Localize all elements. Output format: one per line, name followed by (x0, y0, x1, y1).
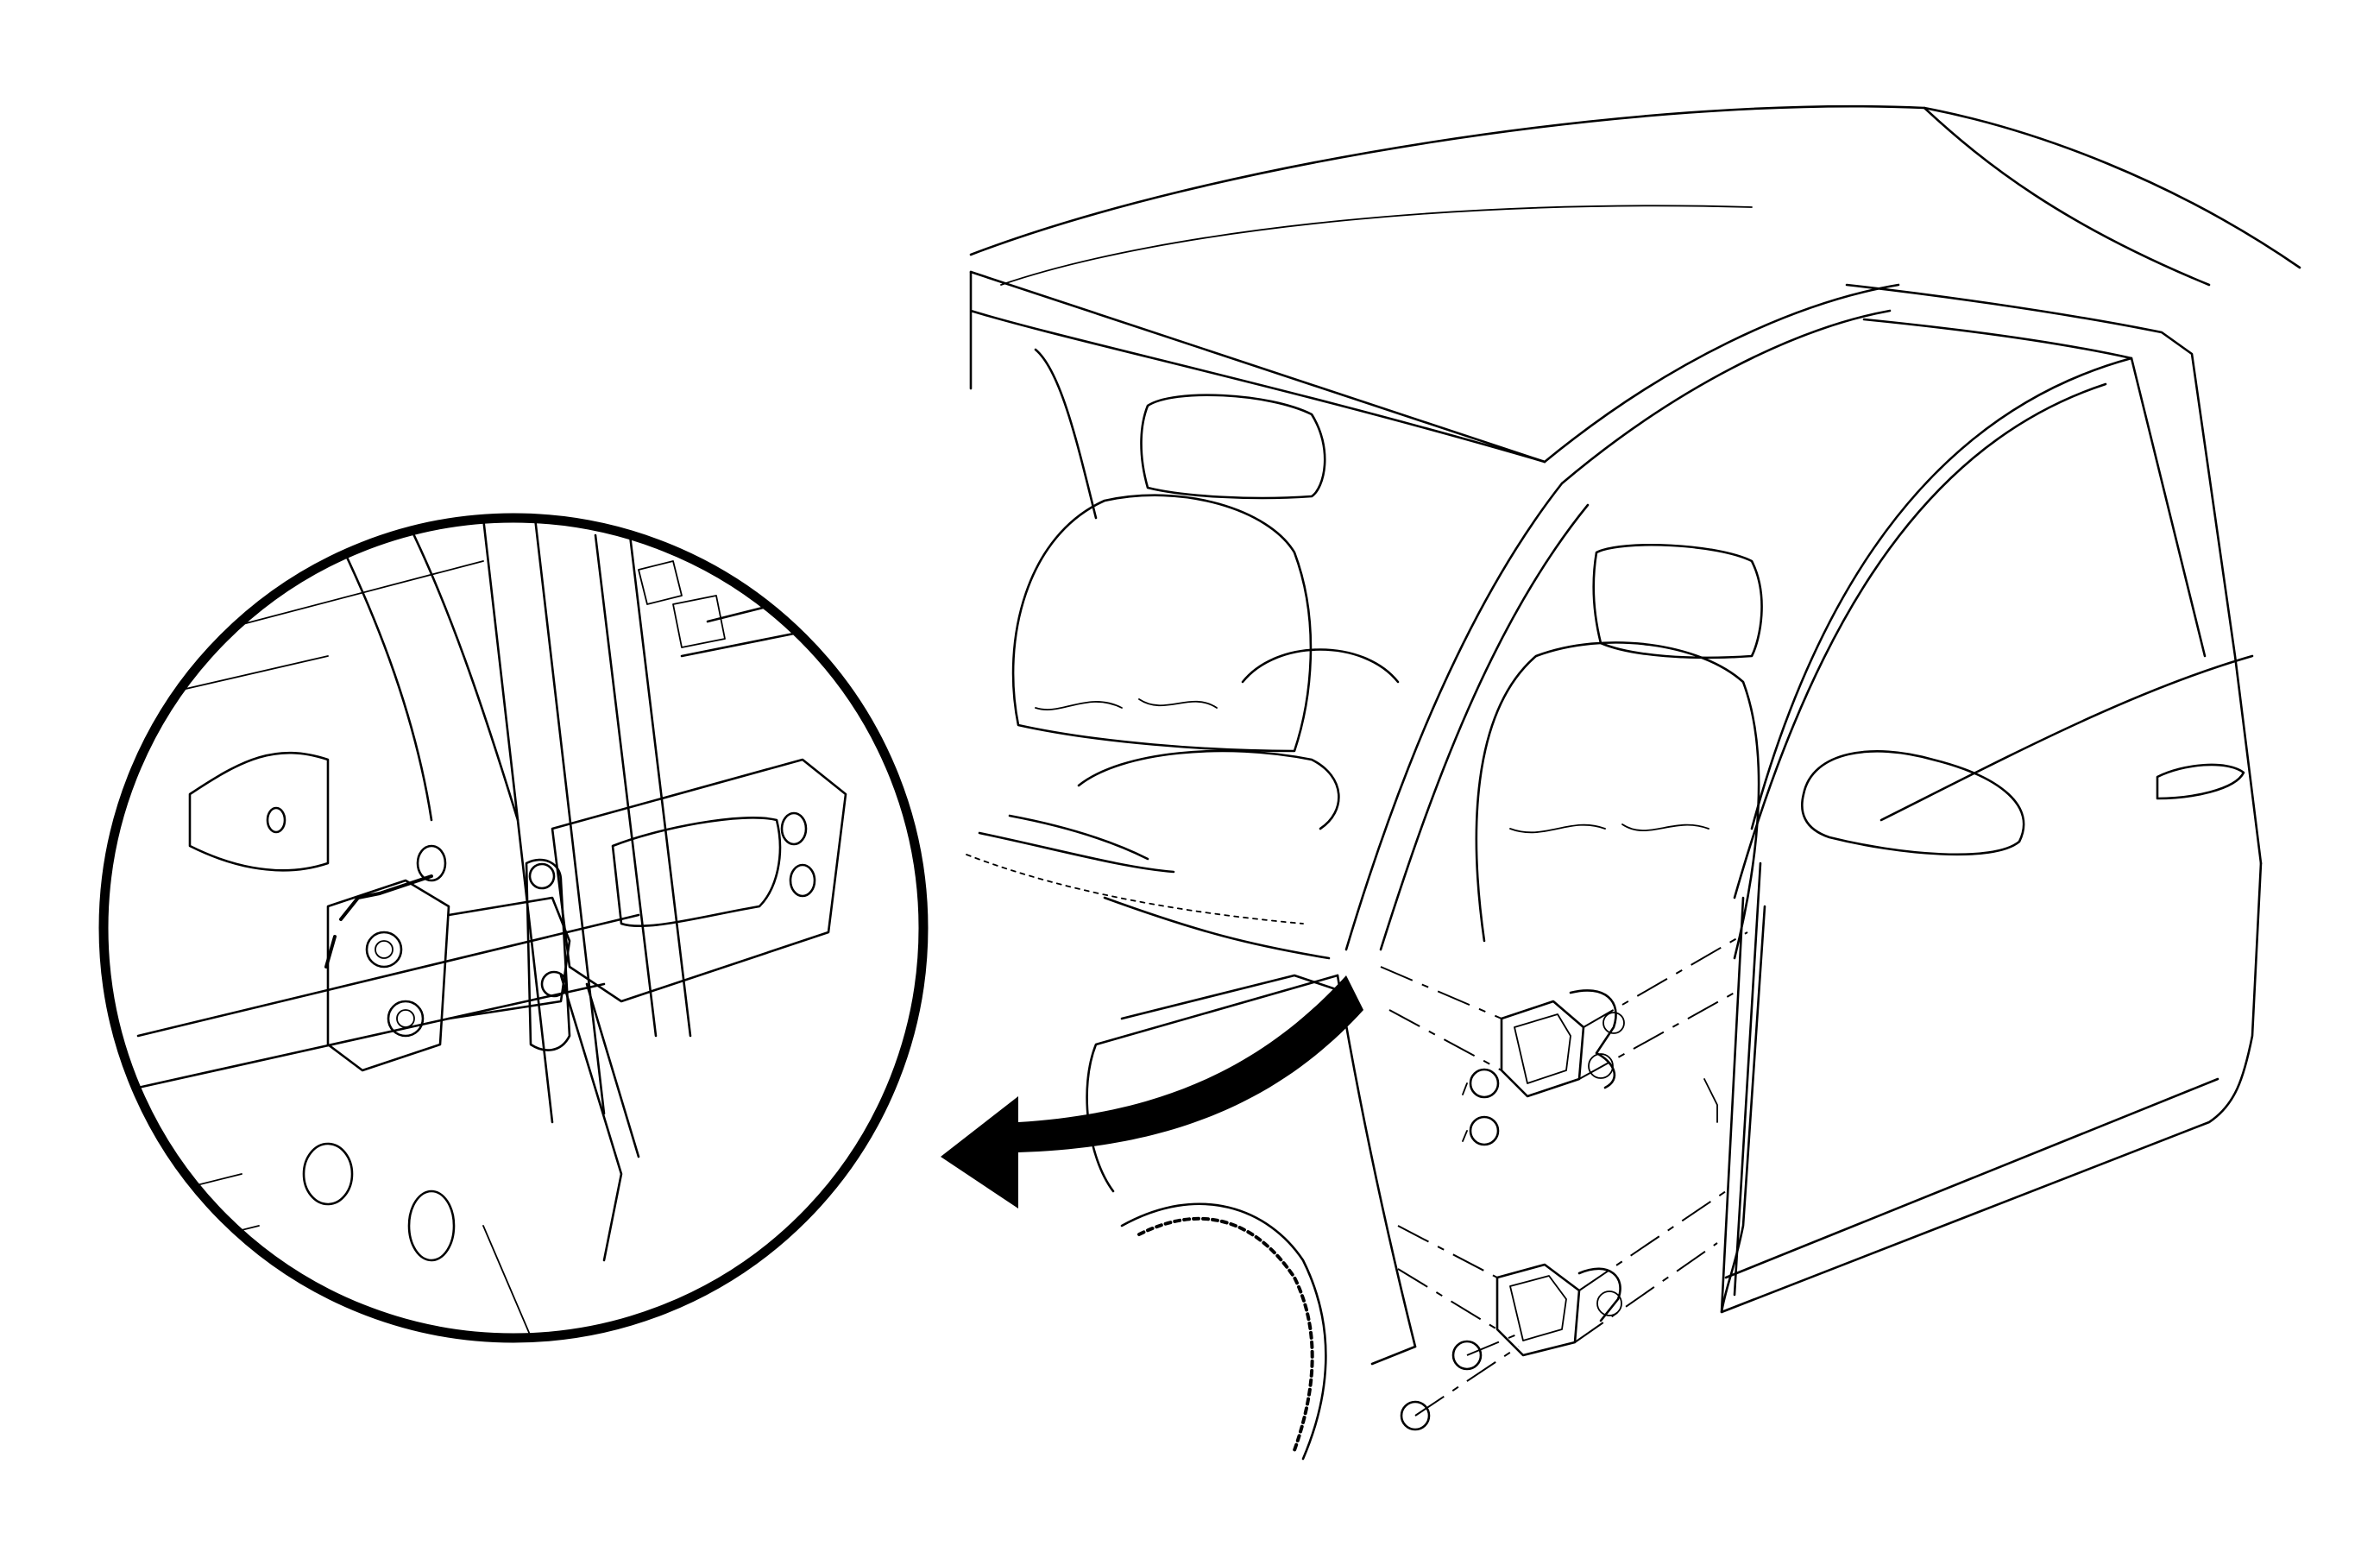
detail-hinge-bolt-1 (365, 931, 403, 969)
door-window-frame (1845, 283, 2263, 865)
detail-hinge-bolt-2 (387, 1000, 425, 1038)
callout-arrow (941, 975, 1363, 1208)
lower-hinge-bolt-2 (1400, 1400, 1431, 1431)
door-panel (1720, 861, 2263, 1314)
side-mirror (1801, 750, 2025, 856)
lower-hinge-bolt-1 (1451, 1340, 1483, 1371)
cowl-grille (966, 854, 1304, 924)
detail-hinge-plate (326, 879, 450, 1072)
roof-edge (969, 270, 1546, 464)
roof-outline (969, 104, 2301, 269)
roof-rear-line (1923, 106, 2211, 287)
steering-wheel (1241, 648, 1400, 684)
front-seat-right (1475, 641, 1760, 960)
upper-hinge-plate (1500, 1000, 1585, 1098)
a-pillar (1543, 283, 1900, 485)
detail-magnifier (98, 513, 929, 1343)
lower-hinge-strap (1577, 1267, 1621, 1322)
detail-circle-border (98, 513, 929, 1343)
detail-door-bracket (551, 758, 847, 1003)
wiper (978, 814, 1175, 874)
lower-hinge-assembly (1400, 1263, 1622, 1431)
detail-hinge-pin (525, 858, 571, 1051)
vehicle-body (966, 104, 2301, 1461)
detail-body-pillar (482, 518, 606, 1124)
detail-sealant-marker (339, 874, 433, 921)
wheel-arch (1120, 1202, 1327, 1461)
door-belt-line (1879, 654, 2254, 822)
upper-hinge-strap (1569, 989, 1617, 1089)
door-handle (2156, 763, 2245, 800)
windshield-frame (969, 270, 1546, 464)
explode-lines (1380, 931, 1748, 1417)
upper-hinge-bolt-1 (1469, 1068, 1500, 1099)
front-seat-left (1011, 494, 1313, 753)
upper-hinge-bolt-2 (1469, 1115, 1500, 1146)
